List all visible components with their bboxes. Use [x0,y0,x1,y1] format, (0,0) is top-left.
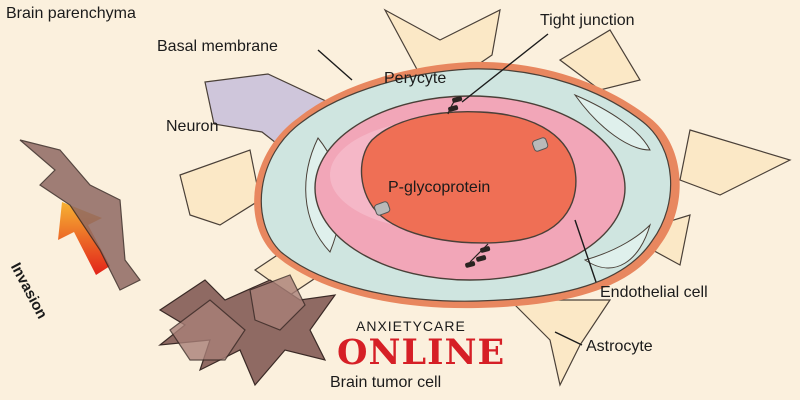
label-brain-parenchyma: Brain parenchyma [6,5,136,22]
vessel-lumen [360,111,577,244]
tight-junction-line [447,99,456,115]
brain-tumor-cells [19,139,337,387]
tight-junction-line-lower [469,243,489,263]
astrocyte-left [179,149,261,226]
label-perycyte: Perycyte [384,70,447,87]
basal-membrane-pointer [317,49,353,81]
label-basal-membrane: Basal membrane [157,38,278,55]
label-brain-tumor-cell: Brain tumor cell [330,374,442,391]
endothelial-pointer [574,219,597,283]
astrocyte-pointer [554,331,583,346]
label-astrocyte: Astrocyte [586,338,653,355]
tight-junction-pointer [461,33,549,103]
astrocyte-top-right [558,29,641,91]
label-tight-junction: Tight junction [540,12,635,29]
watermark-anxietycare: ANXIETYCARE [356,318,466,334]
p-glycoprotein-markers [374,137,549,216]
label-endothelial-cell: Endothelial cell [600,284,708,301]
label-p-glycoprotein: P-glycoprotein [388,179,491,196]
astrocyte-bottom-right [508,299,612,387]
watermark-online: ONLINE [337,332,506,373]
leader-lines [317,33,597,346]
label-neuron: Neuron [166,118,219,135]
astrocyte-right [679,129,792,196]
